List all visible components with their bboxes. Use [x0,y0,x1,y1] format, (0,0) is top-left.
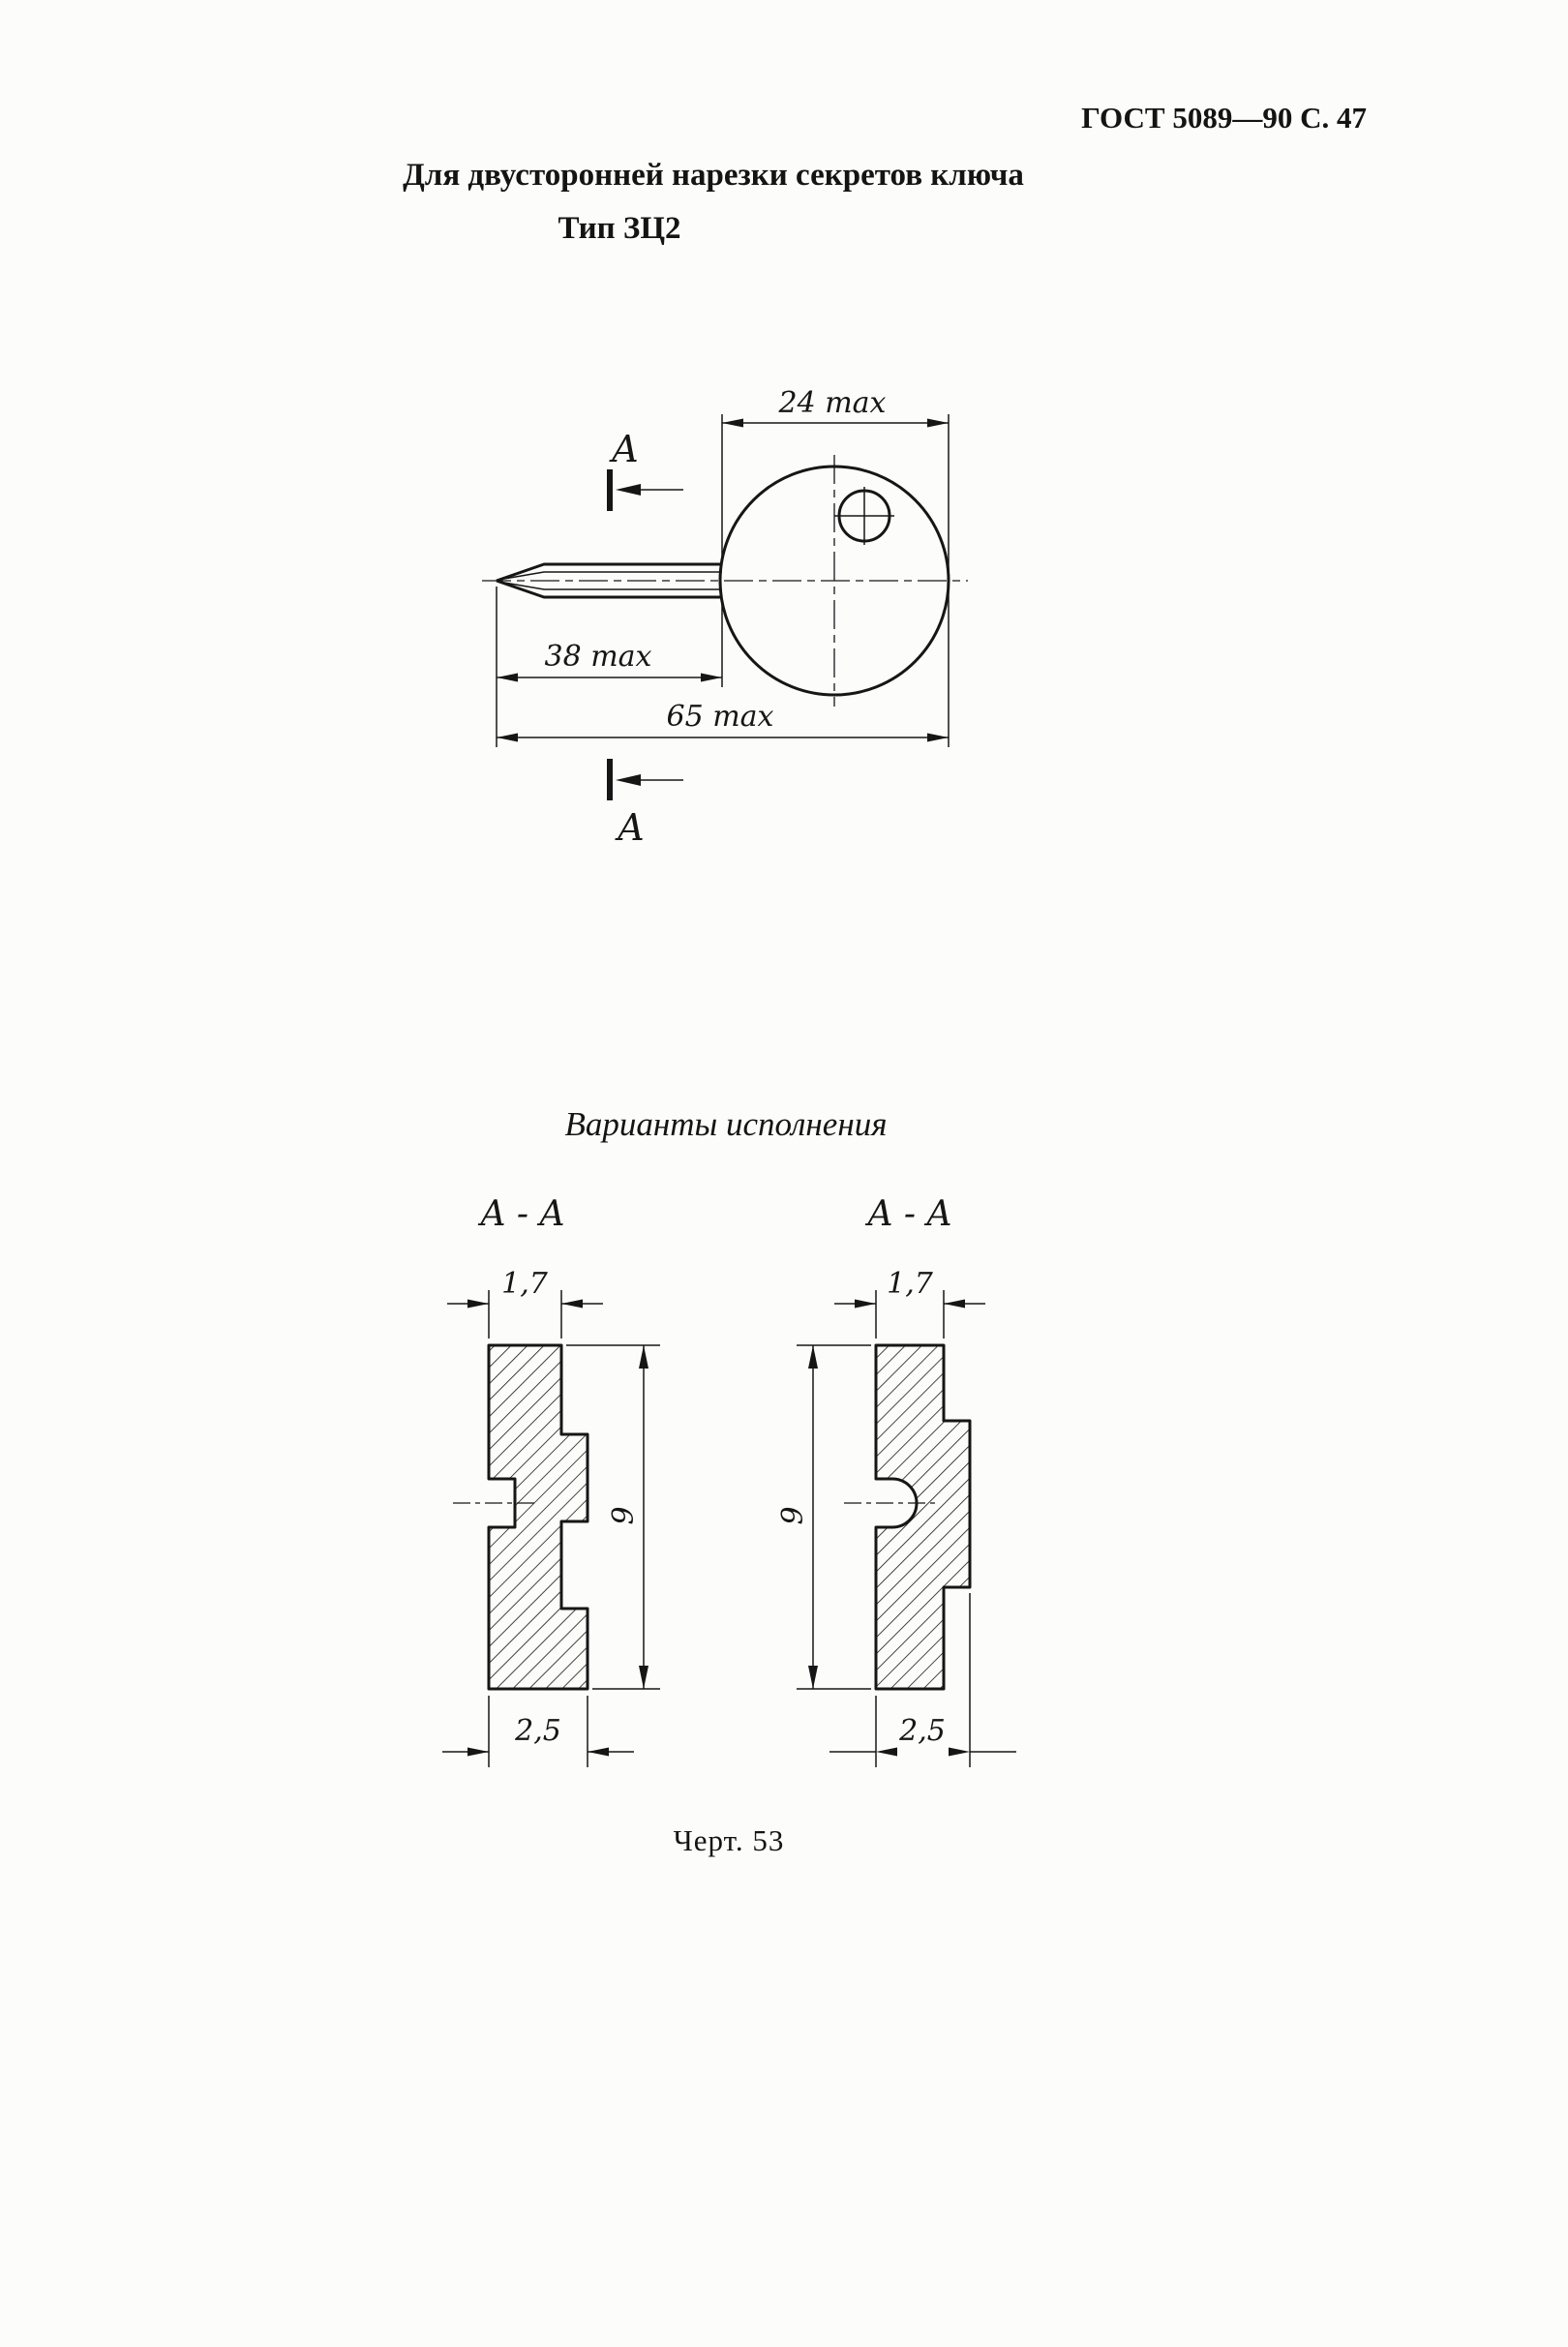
figure-caption: Черт. 53 [673,1823,785,1857]
dimension-height: 9 [776,1344,871,1690]
type-subtitle: Тип ЗЦ2 [558,211,681,246]
dim-38max-label: 38 max [545,640,652,674]
section-plane-top: A [607,428,683,511]
dimension-blade-length: 38 max [496,587,723,747]
dimension-bottom-width: 2,5 [442,1696,634,1767]
section-label: A - A [864,1194,951,1234]
dimension-total-length: 65 max [497,588,950,747]
dim-65max-label: 65 max [667,700,774,734]
dimension-bottom-width: 2,5 [829,1593,1016,1767]
dimension-height: 9 [566,1344,660,1690]
key-drawing: 24 max 38 max 65 max A [482,386,968,849]
key-blade-outline [496,562,722,599]
section-label: A - A [477,1194,564,1234]
blade-profile-outline [487,1343,589,1691]
dim-24max-label: 24 max [778,386,887,420]
dimension-top-width: 1,7 [447,1267,603,1339]
dim-25-label: 2,5 [514,1714,561,1748]
section-letter-top: A [609,428,638,470]
blade-profile-outline [874,1343,972,1691]
dim-9-label: 9 [607,1506,641,1524]
section-letter-bottom: A [615,806,644,849]
dim-25-label: 2,5 [898,1714,946,1748]
cross-section-variant-1: A - A 1,7 9 [442,1194,660,1767]
dim-9-label: 9 [776,1506,810,1524]
dimension-head-width: 24 max [721,386,950,571]
key-head-circle [718,465,950,697]
dimension-top-width: 1,7 [834,1267,985,1339]
page-header: ГОСТ 5089—90 С. 47 [1081,101,1367,135]
dim-17-label: 1,7 [887,1267,934,1301]
section-plane-bottom: A [607,759,683,849]
page-title: Для двусторонней нарезки секретов ключа [403,158,1024,193]
variants-heading: Варианты исполнения [564,1105,888,1143]
dim-17-label: 1,7 [501,1267,549,1301]
cross-section-variant-2: A - A 1,7 9 [776,1194,1016,1767]
